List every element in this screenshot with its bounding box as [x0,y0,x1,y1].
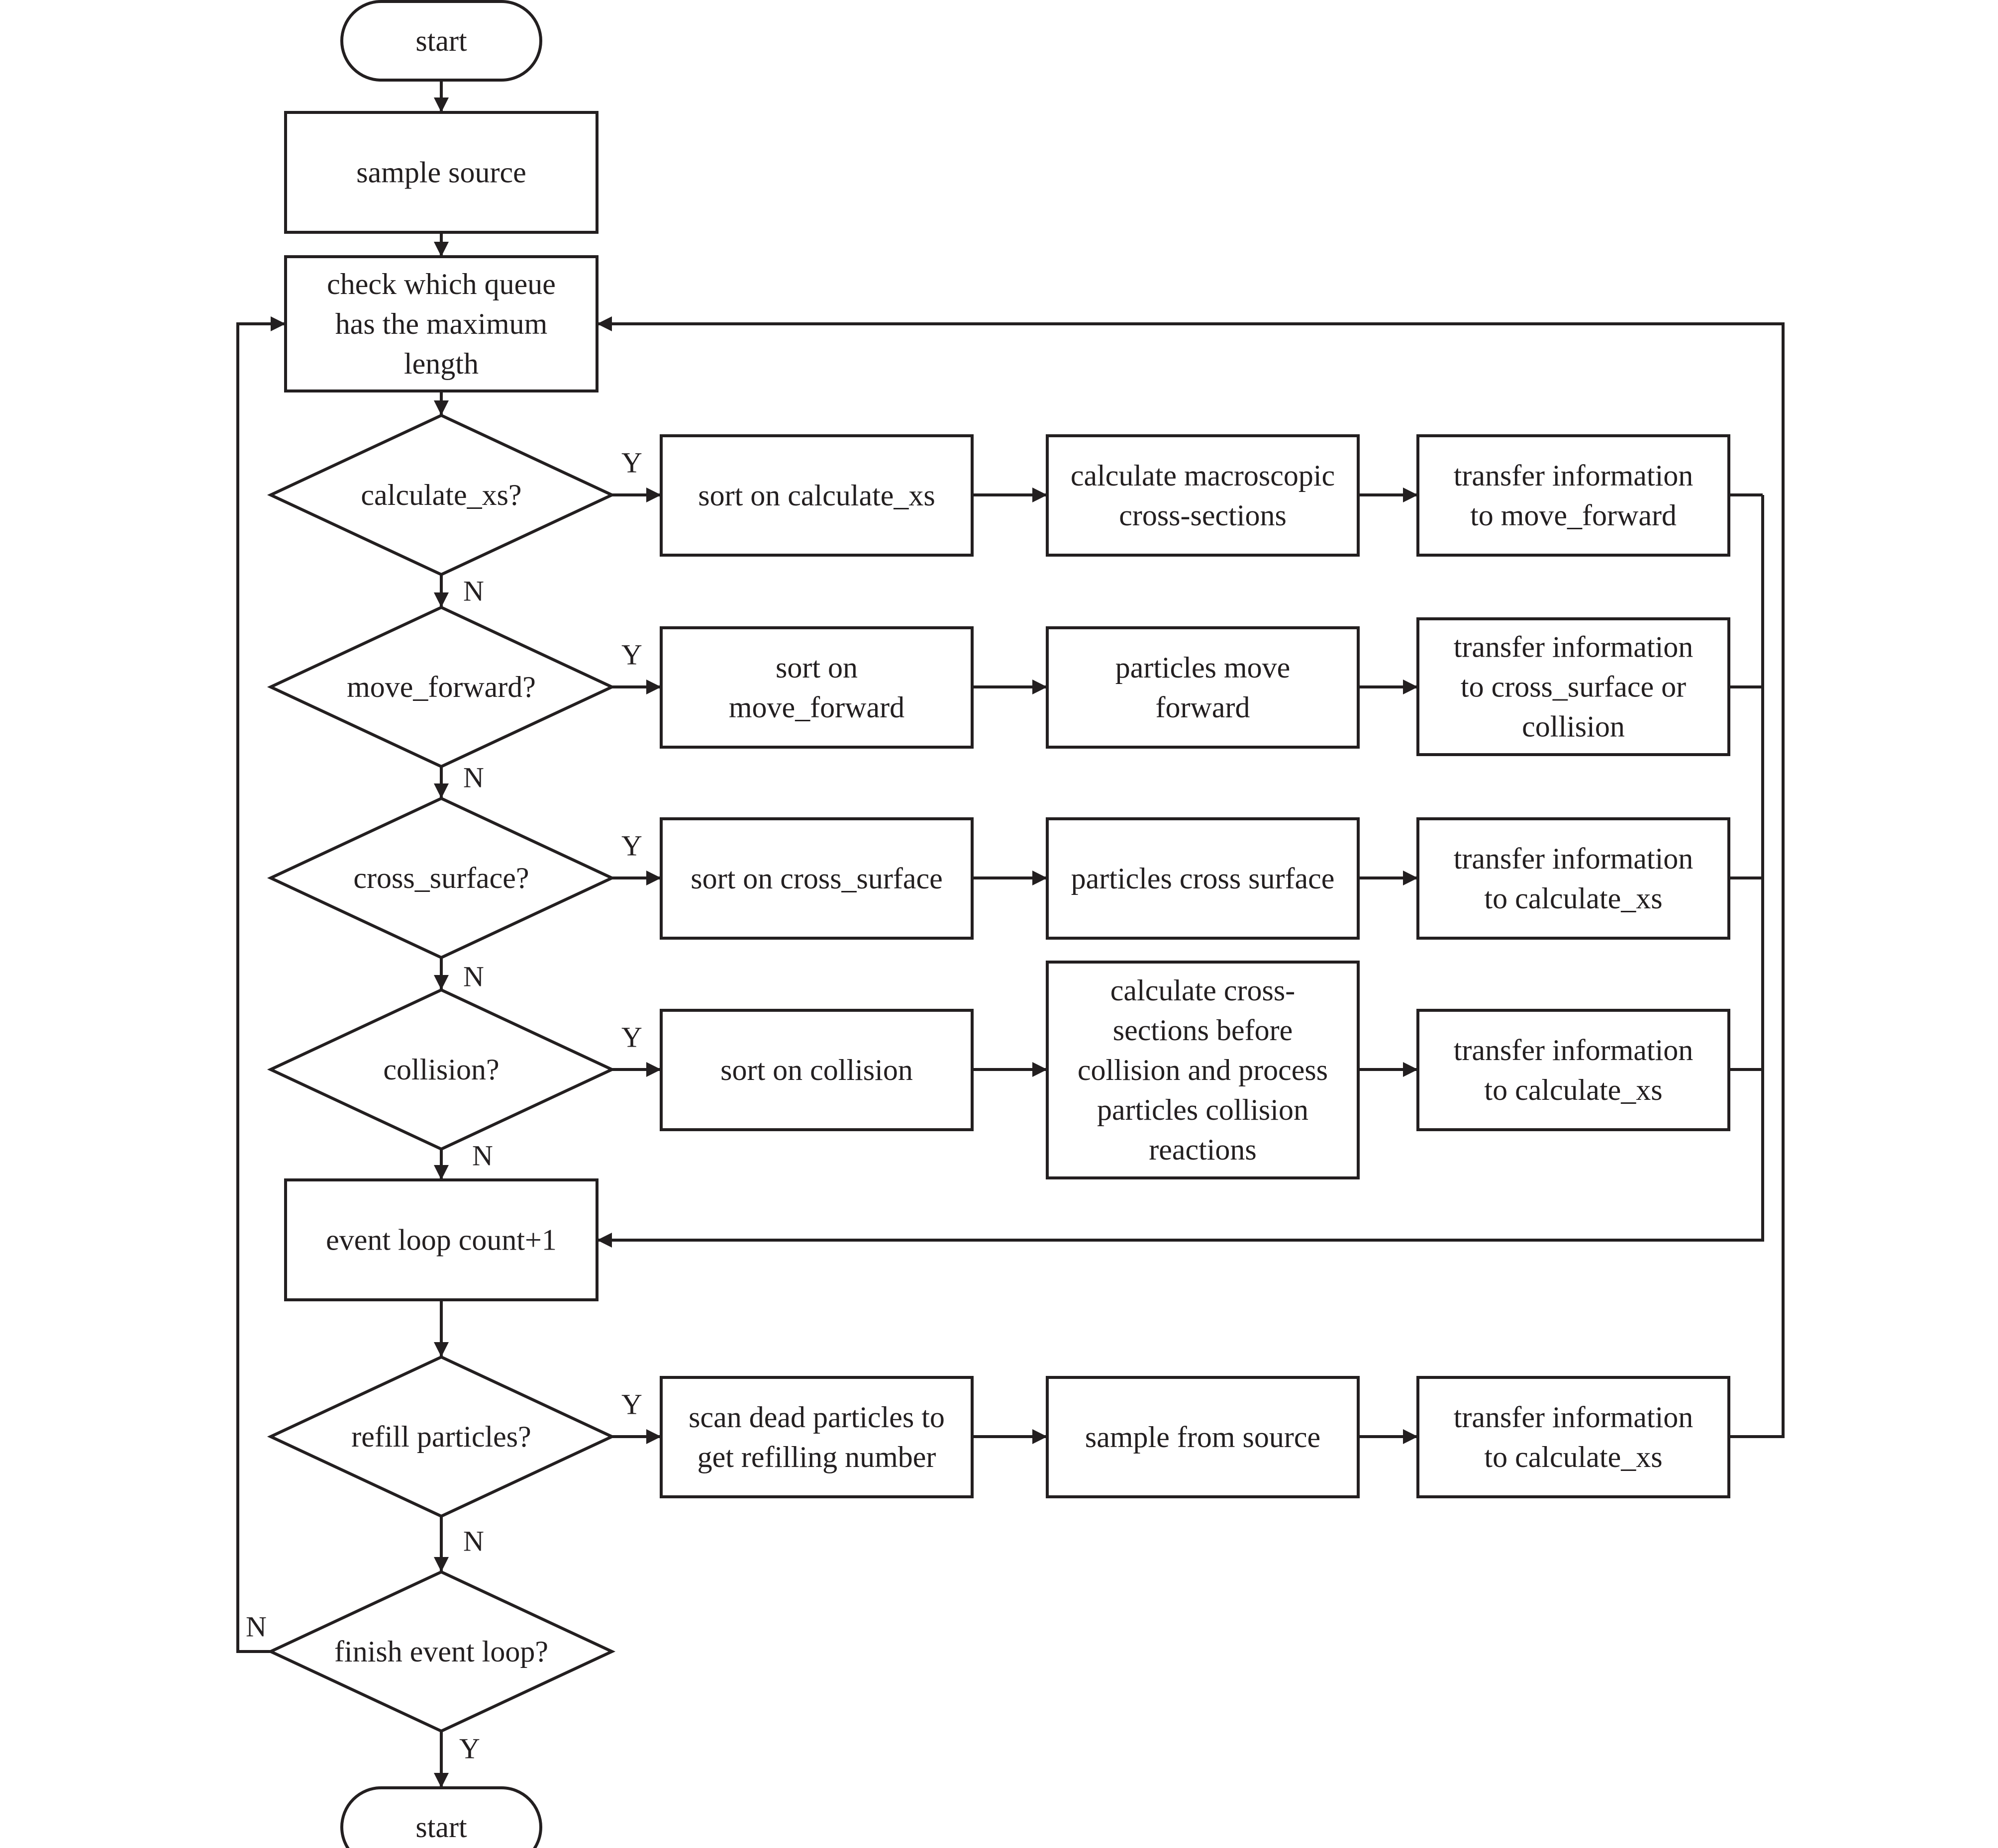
cross-surface-sort-box-box [660,817,974,940]
finish-no-label: N [246,1611,267,1643]
finish-decision-label: finish event loop? [334,1635,548,1668]
cross-surface-process-box-box [1046,817,1360,940]
branch-labels: Y Y Y Y Y N N N N N Y N [246,447,642,1765]
collision-process-box-box [1046,961,1360,1179]
calculate-xs-process-box-box [1046,434,1360,557]
cross-surface-process-box: particles cross surface [1046,817,1360,940]
sample-source-box-box [284,111,599,234]
refill-decision: refill particles? [267,1355,616,1518]
cross-surface-no-label: N [463,961,484,993]
refill-transfer-box-box [1416,1376,1730,1498]
refill-process-box-box [1046,1376,1360,1498]
cross-surface-process-box-label: particles cross surface [1071,862,1335,895]
cross-surface-decision-label: cross_surface? [353,862,529,894]
move-forward-yes-label: Y [621,639,642,671]
calculate-xs-decision-label: calculate_xs? [361,479,521,511]
finish-decision: finish event loop? [267,1570,616,1733]
collision-sort-box-box [660,1009,974,1131]
collision-decision-shape [267,988,616,1151]
check-queue-box-box [284,255,599,392]
start-terminal: start [340,0,542,82]
end-terminal-label: start [415,1811,467,1844]
cross-surface-yes-label: Y [621,830,642,862]
start-terminal-shape [340,0,542,82]
move-forward-decision: move_forward? [267,605,616,769]
end-terminal-shape [340,1786,542,1848]
sample-source-box: sample source [284,111,599,234]
calculate-xs-sort-box-label: sort on calculate_xs [698,479,935,512]
calculate-xs-no-label: N [463,575,484,607]
move-forward-decision-shape [267,605,616,769]
collision-decision: collision? [267,988,616,1151]
refill-decision-shape [267,1355,616,1518]
collector-to-count-arrow [597,495,1764,1248]
event-loop-count-box-box [284,1178,599,1301]
refill-to-check-arrow [597,316,1785,1438]
refill-process-box-label: sample from source [1085,1421,1320,1454]
refill-decision-label: refill particles? [351,1420,531,1453]
event-loop-count-box-label: event loop count+1 [326,1224,557,1257]
collision-decision-label: collision? [383,1053,499,1086]
calculate-xs-sort-box: sort on calculate_xs [660,434,974,557]
refill-process-box: sample from source [1046,1376,1360,1498]
collision-no-label: N [472,1140,493,1172]
cross-surface-transfer-box-box [1416,817,1730,940]
move-forward-sort-box-box [660,626,974,749]
move-forward-process-box-box [1046,626,1360,749]
collision-transfer-box-box [1416,1009,1730,1131]
refill-sort-box-box [660,1376,974,1498]
sample-source-box-label: sample source [356,156,526,189]
end-terminal: start [340,1786,542,1848]
collision-sort-box: sort on collision [660,1009,974,1131]
finish-decision-shape [267,1570,616,1733]
calculate-xs-decision-shape [267,413,616,577]
refill-yes-label: Y [621,1388,642,1421]
move-forward-transfer-box-box [1416,617,1730,756]
collision-yes-label: Y [621,1021,642,1054]
cross-surface-sort-box-label: sort on cross_surface [691,862,943,895]
calculate-xs-yes-label: Y [621,447,642,479]
event-loop-count-box: event loop count+1 [284,1178,599,1301]
calculate-xs-transfer-box-box [1416,434,1730,557]
cross-surface-decision-shape [267,796,616,960]
cross-surface-decision: cross_surface? [267,796,616,960]
collision-sort-box-label: sort on collision [720,1054,913,1086]
calculate-xs-decision: calculate_xs? [267,413,616,577]
finish-yes-label: Y [459,1733,480,1765]
start-terminal-label: start [415,24,467,57]
calculate-xs-sort-box-box [660,434,974,557]
finish-no-loop-arrow [236,316,286,1653]
connectors [236,80,1785,1788]
move-forward-decision-label: move_forward? [347,671,536,703]
cross-surface-sort-box: sort on cross_surface [660,817,974,940]
refill-no-label: N [463,1525,484,1557]
move-forward-no-label: N [463,762,484,794]
